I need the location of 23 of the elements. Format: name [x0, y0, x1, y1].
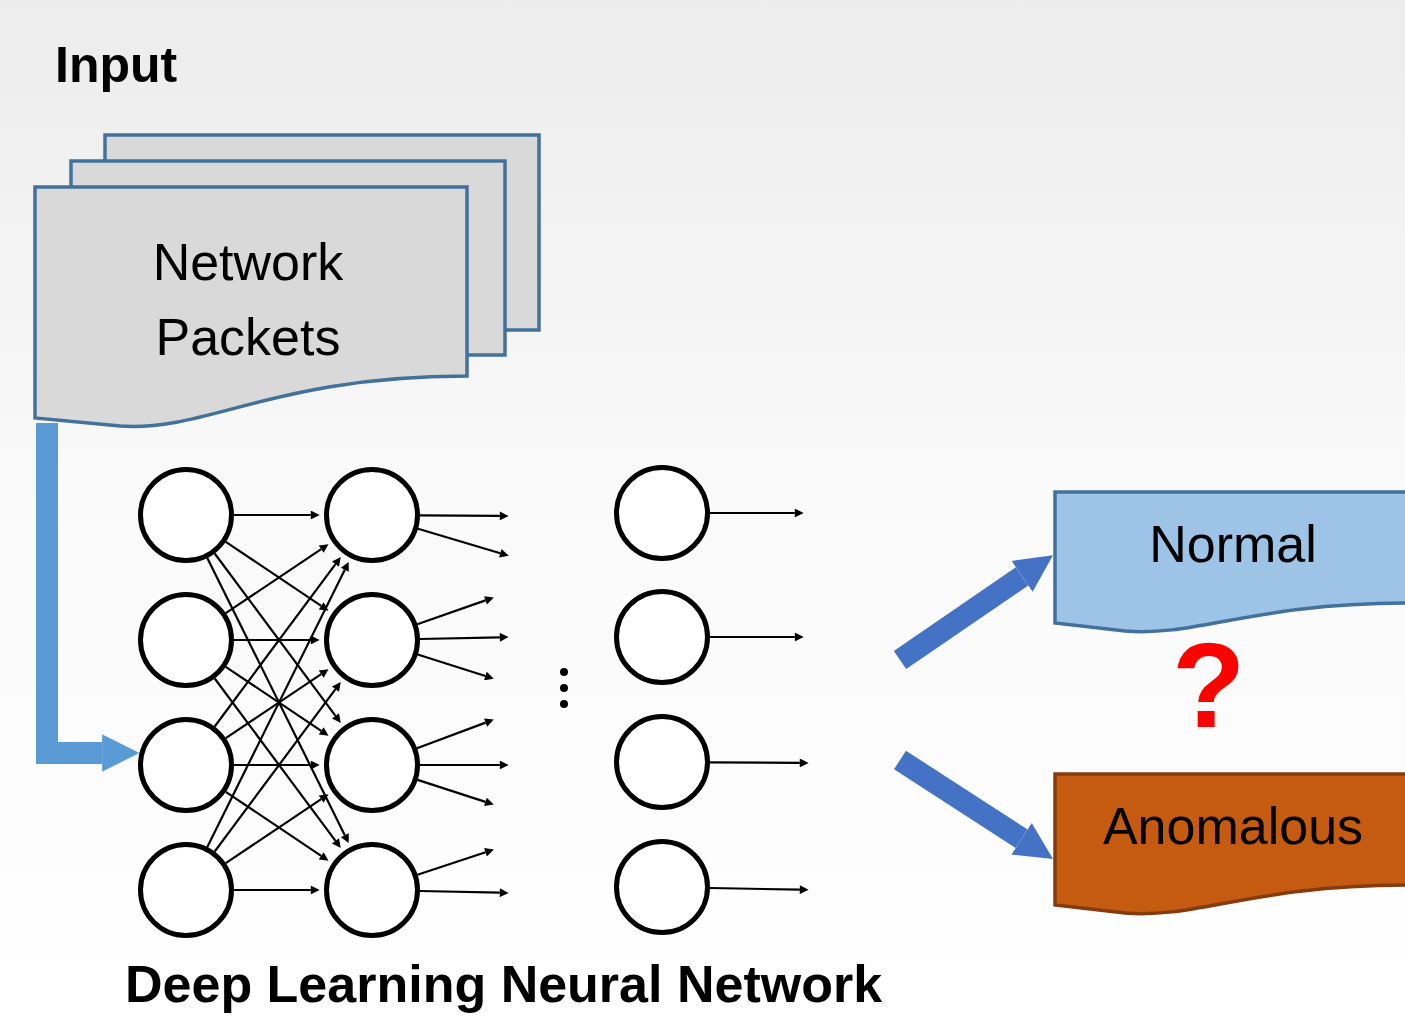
- block-arrow: [36, 423, 140, 772]
- arrow: [710, 758, 809, 768]
- arrow: [234, 510, 320, 520]
- document-shape: [1053, 490, 1405, 635]
- input-heading: Input: [55, 40, 178, 90]
- arrow: [234, 885, 320, 895]
- arrow: [709, 885, 809, 895]
- arrow: [419, 888, 509, 898]
- node-label: Network Packets: [151, 232, 345, 369]
- arrow: [420, 511, 509, 521]
- question-mark: ?: [1172, 625, 1246, 745]
- block-arrow: [894, 750, 1053, 859]
- document-shape: [1053, 772, 1405, 917]
- arrow: [419, 632, 509, 642]
- document-stack: [33, 133, 541, 431]
- arrow: [234, 760, 320, 770]
- arrow: [710, 508, 804, 518]
- arrow: [420, 760, 509, 770]
- node-label: Anomalous: [1101, 796, 1365, 857]
- arrow: [710, 632, 804, 642]
- arrow: [234, 635, 320, 645]
- block-arrow: [893, 555, 1053, 670]
- node-label: Normal: [1148, 514, 1318, 575]
